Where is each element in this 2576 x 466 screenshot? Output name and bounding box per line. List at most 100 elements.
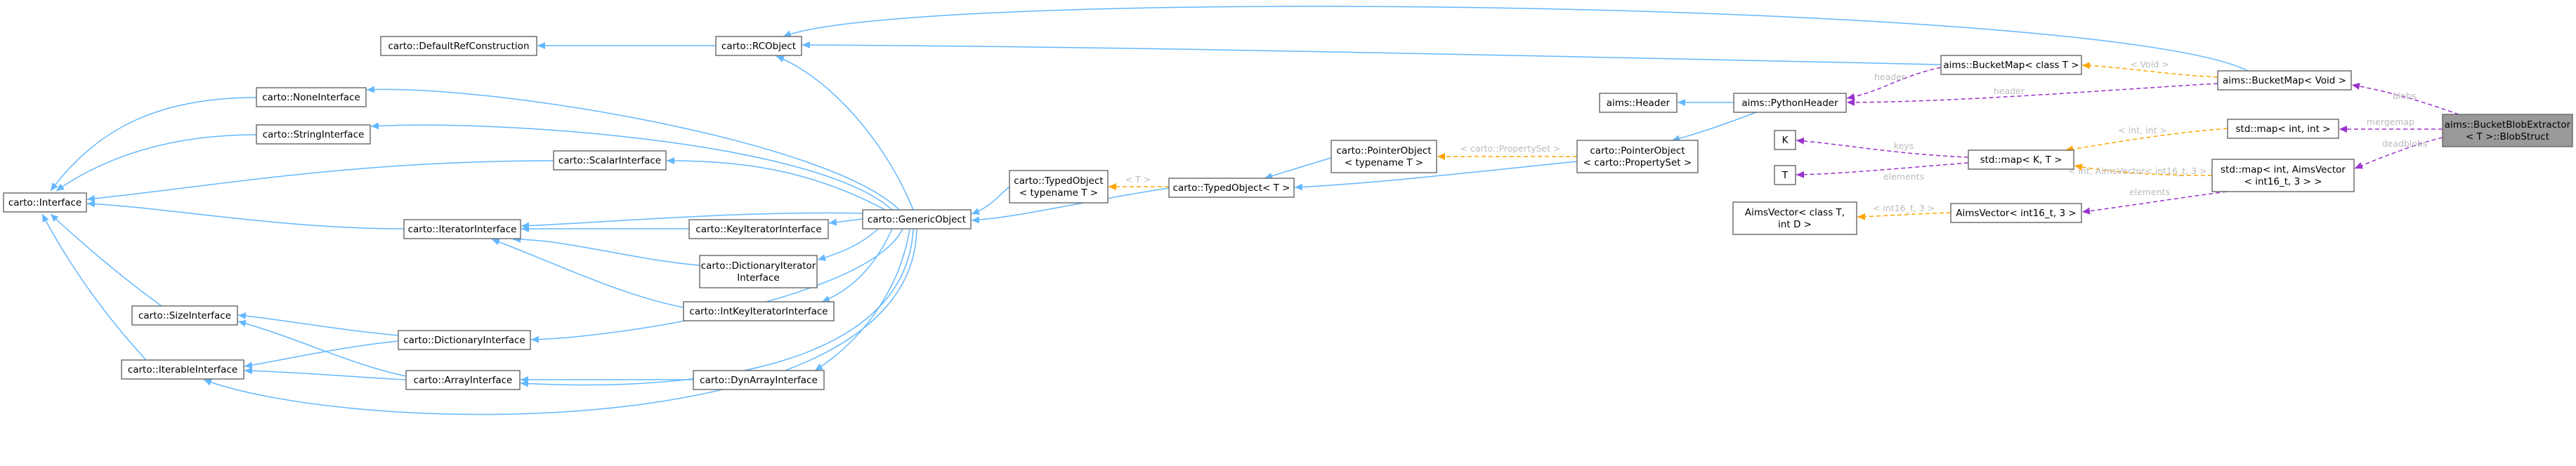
- edge-genericobject-to-arrayinterface: [520, 228, 914, 387]
- inherit-arrow: [666, 157, 886, 211]
- class-node-arrayinterface[interactable]: carto::ArrayInterface: [405, 370, 521, 390]
- edge-label: < int, int >: [2118, 125, 2166, 135]
- edge-bucketmap_void-to-pythonheader: [1846, 83, 2218, 106]
- edge-genericobject-to-keyiteratorinterface: [828, 218, 863, 226]
- inherit-arrow: [366, 86, 900, 211]
- class-node-aimsvector_int16[interactable]: AimsVector< int16_t, 3 >: [1950, 203, 2082, 223]
- class-node-aimsvector_classT[interactable]: AimsVector< class T,int D >: [1732, 201, 1857, 235]
- class-name-line: < int16_t, 3 > >: [2244, 176, 2322, 187]
- class-name-line: std::map< int, AimsVector: [2221, 164, 2346, 175]
- edge-genericobject-to-scalarinterface: [666, 157, 886, 211]
- class-box: [2211, 159, 2355, 192]
- class-name-line: carto::Interface: [8, 197, 81, 208]
- inherit-arrow: [828, 218, 863, 226]
- class-name-line: std::map< int, int >: [2236, 124, 2331, 135]
- class-name-line: carto::RCObject: [721, 41, 796, 52]
- class-name-line: < typename T >: [1345, 157, 1423, 168]
- class-name-line: carto::ScalarInterface: [558, 155, 661, 166]
- class-name-line: < typename T >: [1019, 187, 1098, 199]
- inherit-arrow: [814, 228, 910, 371]
- class-box: [1968, 149, 2074, 170]
- edge-label: < Void >: [2130, 59, 2169, 69]
- class-name-line: carto::GenericObject: [868, 214, 966, 225]
- class-node-blobstruct: aims::BucketBlobExtractor< T >::BlobStru…: [2442, 114, 2573, 147]
- edge-sizeinterface-to-interface: [50, 213, 162, 307]
- class-node-iterableinterface[interactable]: carto::IterableInterface: [121, 359, 244, 380]
- class-node-pythonheader[interactable]: aims::PythonHeader: [1733, 93, 1847, 113]
- class-node-typedobject_T[interactable]: carto::TypedObject< T >: [1168, 178, 1295, 198]
- inherit-arrow: [776, 55, 914, 211]
- class-node-bucketmap_t[interactable]: aims::BucketMap< class T >: [1940, 55, 2082, 75]
- inherit-arrow: [521, 212, 863, 229]
- class-node-dictionaryinterface[interactable]: carto::DictionaryInterface: [398, 330, 531, 350]
- inherit-arrow: [971, 186, 1010, 215]
- class-name-line: < T >::BlobStruct: [2466, 131, 2549, 142]
- class-name-line: carto::PointerObject: [1590, 145, 1685, 157]
- edge-genericobject-to-dictionaryiteratorinterface: [817, 228, 879, 261]
- class-node-typedobject_t[interactable]: carto::TypedObject< typename T >: [1009, 170, 1109, 204]
- class-node-stdmap_kt[interactable]: std::map< K, T >: [1968, 149, 2074, 170]
- class-box: [2217, 70, 2352, 91]
- class-name-line: aims::BucketMap< class T >: [1943, 60, 2079, 71]
- inherit-arrow: [520, 228, 914, 387]
- inherit-arrow: [971, 187, 1170, 224]
- edge-label: mergemap: [2367, 116, 2414, 127]
- class-node-stringinterface[interactable]: carto::StringInterface: [256, 124, 371, 145]
- class-box: [1774, 130, 1796, 150]
- class-node-pointerobject_t[interactable]: carto::PointerObject< typename T >: [1331, 140, 1437, 173]
- edge-typedobject_T-to-genericobject: [971, 187, 1170, 224]
- class-node-stdmap_intaims[interactable]: std::map< int, AimsVector< int16_t, 3 > …: [2211, 159, 2355, 192]
- class-name-line: carto::TypedObject: [1014, 175, 1103, 187]
- class-name-line: int D >: [1778, 219, 1812, 230]
- edge-stdmap_intaims-to-stdmap_kt: [2074, 164, 2213, 176]
- inherit-arrow: [512, 235, 700, 266]
- inherit-arrow: [237, 320, 407, 377]
- class-node-interface[interactable]: carto::Interface: [3, 192, 87, 213]
- class-node-genericobject[interactable]: carto::GenericObject: [862, 209, 972, 229]
- class-node-rcobject[interactable]: carto::RCObject: [715, 36, 802, 56]
- edge-genericobject-to-iteratorinterface: [521, 212, 863, 229]
- edge-scalarinterface-to-interface: [86, 160, 554, 202]
- class-node-K[interactable]: K: [1774, 130, 1796, 150]
- edge-label: < T >: [1125, 174, 1151, 185]
- class-name-line: AimsVector< class T,: [1745, 207, 1845, 218]
- class-node-intkeyiteratorinterface[interactable]: carto::IntKeyIteratorInterface: [683, 301, 835, 321]
- edge-label: < int16_t, 3 >: [1873, 203, 1935, 213]
- edge-bucketmap_t-to-pythonheader: [1846, 67, 1942, 100]
- edge-label: < carto::PropertySet >: [1460, 143, 1561, 154]
- class-node-scalarinterface[interactable]: carto::ScalarInterface: [553, 150, 667, 171]
- class-node-iteratorinterface[interactable]: carto::IteratorInterface: [403, 219, 521, 239]
- class-node-defaultrefconstruction[interactable]: carto::DefaultRefConstruction: [380, 36, 537, 56]
- class-box: [1168, 178, 1295, 198]
- inherit-arrow: [1294, 161, 1578, 191]
- class-name-line: aims::PythonHeader: [1741, 98, 1838, 109]
- inherit-arrow: [203, 228, 917, 415]
- class-node-noneinterface[interactable]: carto::NoneInterface: [256, 87, 367, 107]
- class-node-pointerobject_ps[interactable]: carto::PointerObject< carto::PropertySet…: [1576, 140, 1699, 173]
- class-node-stdmap_intint[interactable]: std::map< int, int >: [2227, 119, 2339, 139]
- class-name-line: carto::PointerObject: [1336, 145, 1431, 157]
- template-arrow: [2074, 164, 2213, 176]
- edge-arrayinterface-to-iterableinterface: [244, 367, 407, 380]
- class-name-line: K: [1782, 135, 1789, 146]
- class-node-bucketmap_void[interactable]: aims::BucketMap< Void >: [2217, 70, 2352, 91]
- class-name-line: carto::SizeInterface: [138, 310, 231, 321]
- class-node-dynarrayinterface[interactable]: carto::DynArrayInterface: [693, 370, 825, 390]
- edge-label: < int, AimsVector< int16_t, 3 > >: [2068, 166, 2217, 176]
- inherit-arrow: [244, 367, 407, 380]
- class-node-sizeinterface[interactable]: carto::SizeInterface: [131, 305, 238, 326]
- edge-genericobject-to-stringinterface: [370, 122, 893, 211]
- edges-layer: [41, 6, 2459, 415]
- template-arrow: [1857, 212, 1951, 220]
- inherit-arrow: [783, 6, 2249, 72]
- class-node-T[interactable]: T: [1774, 165, 1796, 185]
- inherit-arrow: [237, 312, 399, 336]
- inherit-arrow: [821, 228, 893, 302]
- class-node-keyiteratorinterface[interactable]: carto::KeyIteratorInterface: [688, 219, 829, 239]
- edge-iteratorinterface-to-interface: [86, 200, 405, 229]
- edge-label: elements: [1883, 171, 1924, 182]
- edge-label: elements: [2129, 187, 2170, 197]
- class-node-aimsheader[interactable]: aims::Header: [1599, 93, 1678, 113]
